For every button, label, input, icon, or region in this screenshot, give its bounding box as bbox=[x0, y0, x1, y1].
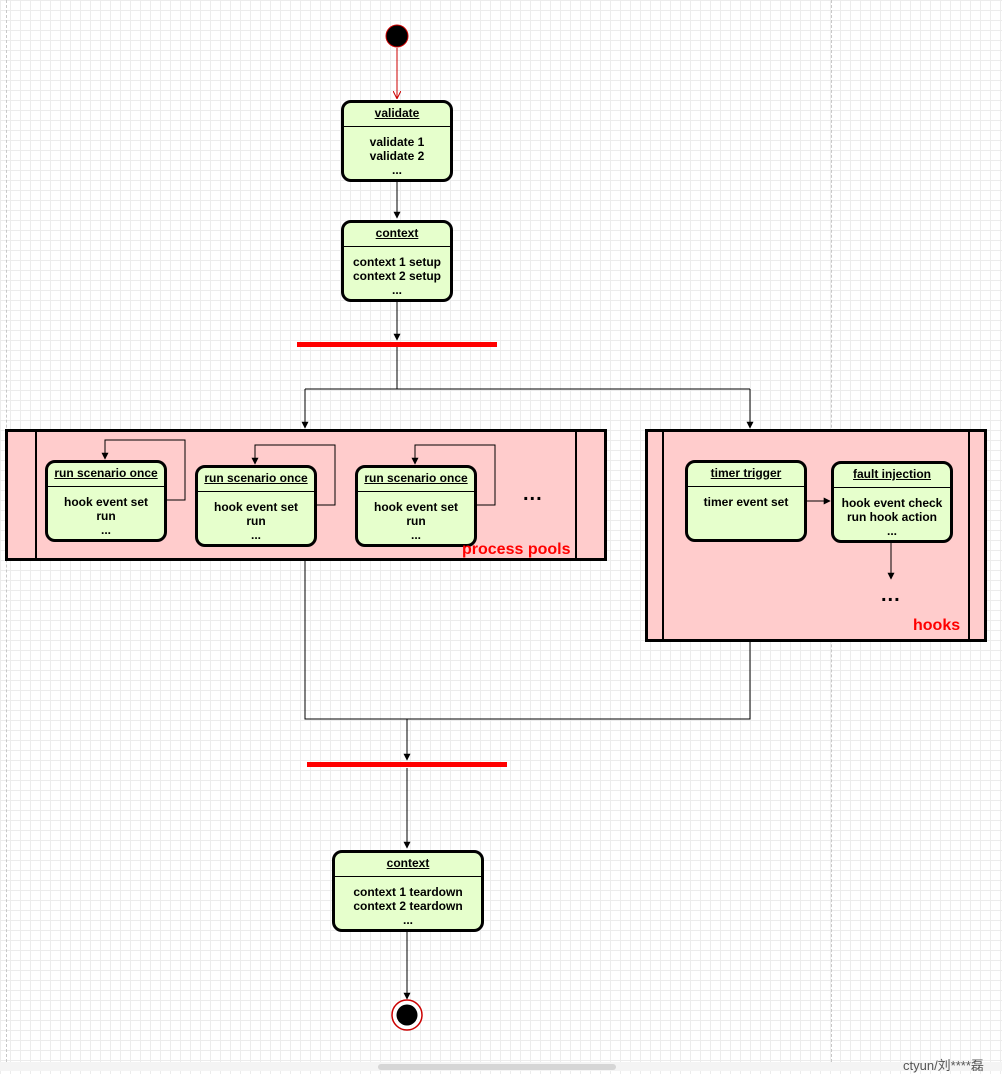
state-body: timer event set bbox=[688, 487, 804, 509]
state-line: validate 2 bbox=[369, 149, 425, 163]
state-title: timer trigger bbox=[710, 466, 782, 480]
state-divider bbox=[358, 491, 474, 492]
state-divider bbox=[198, 491, 314, 492]
state-timer-trigger: timer trigger timer event set bbox=[685, 460, 807, 542]
state-divider bbox=[335, 876, 481, 877]
state-body: validate 1 validate 2 ... bbox=[344, 127, 450, 177]
hooks-more: ... bbox=[881, 584, 901, 606]
state-title: run scenario once bbox=[204, 471, 308, 485]
state-line: hook event set bbox=[373, 500, 459, 514]
state-line: run bbox=[96, 509, 116, 523]
hooks-label: hooks bbox=[913, 617, 961, 634]
state-title: run scenario once bbox=[54, 466, 158, 480]
fork-bar bbox=[297, 342, 497, 347]
state-title: context bbox=[386, 856, 430, 870]
state-body: hook event check run hook action ... bbox=[834, 488, 950, 538]
state-context-teardown: context context 1 teardown context 2 tea… bbox=[332, 850, 484, 932]
state-divider bbox=[48, 486, 164, 487]
self-loop-run1 bbox=[101, 439, 186, 501]
state-line: ... bbox=[250, 528, 261, 542]
state-title: fault injection bbox=[853, 467, 931, 481]
pool-right-lane bbox=[575, 432, 604, 558]
state-line: run bbox=[246, 514, 266, 528]
join-bar bbox=[307, 762, 507, 767]
watermark: ctyun/刘****磊 bbox=[903, 1058, 984, 1073]
state-divider bbox=[834, 487, 950, 488]
state-run-scenario-2: run scenario once hook event set run ... bbox=[195, 465, 317, 547]
state-line: ... bbox=[100, 523, 111, 537]
state-fault-injection: fault injection hook event check run hoo… bbox=[831, 461, 953, 543]
state-line: ... bbox=[402, 913, 413, 927]
state-divider bbox=[688, 486, 804, 487]
state-line: timer event set bbox=[703, 495, 789, 509]
state-body: hook event set run ... bbox=[198, 492, 314, 542]
horizontal-scrollbar[interactable] bbox=[378, 1064, 616, 1070]
state-line: context 1 setup bbox=[352, 255, 442, 269]
state-validate: validate validate 1 validate 2 ... bbox=[341, 100, 453, 182]
state-line: context 1 teardown bbox=[353, 885, 463, 899]
state-context-setup: context context 1 setup context 2 setup … bbox=[341, 220, 453, 302]
edge-fork-split bbox=[305, 347, 750, 390]
edge-pools-join bbox=[304, 561, 751, 760]
state-title: run scenario once bbox=[364, 471, 468, 485]
state-divider bbox=[344, 246, 450, 247]
state-line: ... bbox=[391, 163, 402, 177]
state-line: run bbox=[406, 514, 426, 528]
initial-node bbox=[385, 24, 409, 48]
self-loop-run2 bbox=[251, 444, 336, 506]
pool-right-lane bbox=[968, 432, 984, 639]
state-line: validate 1 bbox=[369, 135, 425, 149]
state-line: run hook action bbox=[847, 510, 937, 524]
state-line: ... bbox=[410, 528, 421, 542]
state-run-scenario-1: run scenario once hook event set run ... bbox=[45, 460, 167, 542]
process-pools-label: process pools bbox=[462, 541, 571, 558]
state-body: context 1 teardown context 2 teardown ..… bbox=[335, 877, 481, 927]
state-line: hook event set bbox=[63, 495, 149, 509]
state-body: hook event set run ... bbox=[358, 492, 474, 542]
state-title: context bbox=[375, 226, 419, 240]
state-line: ... bbox=[886, 524, 897, 538]
pool-left-lane bbox=[8, 432, 37, 558]
state-line: context 2 setup bbox=[352, 269, 442, 283]
self-loop-run3 bbox=[411, 444, 496, 506]
final-node-core bbox=[396, 1004, 418, 1026]
state-line: ... bbox=[391, 283, 402, 297]
state-line: hook event check bbox=[841, 496, 943, 510]
pool-left-lane bbox=[648, 432, 664, 639]
state-line: hook event set bbox=[213, 500, 299, 514]
state-body: hook event set run ... bbox=[48, 487, 164, 537]
state-divider bbox=[344, 126, 450, 127]
state-title: validate bbox=[374, 106, 420, 120]
state-line: context 2 teardown bbox=[353, 899, 463, 913]
state-run-scenario-3: run scenario once hook event set run ... bbox=[355, 465, 477, 547]
state-body: context 1 setup context 2 setup ... bbox=[344, 247, 450, 297]
process-pools-more: ... bbox=[523, 483, 543, 505]
